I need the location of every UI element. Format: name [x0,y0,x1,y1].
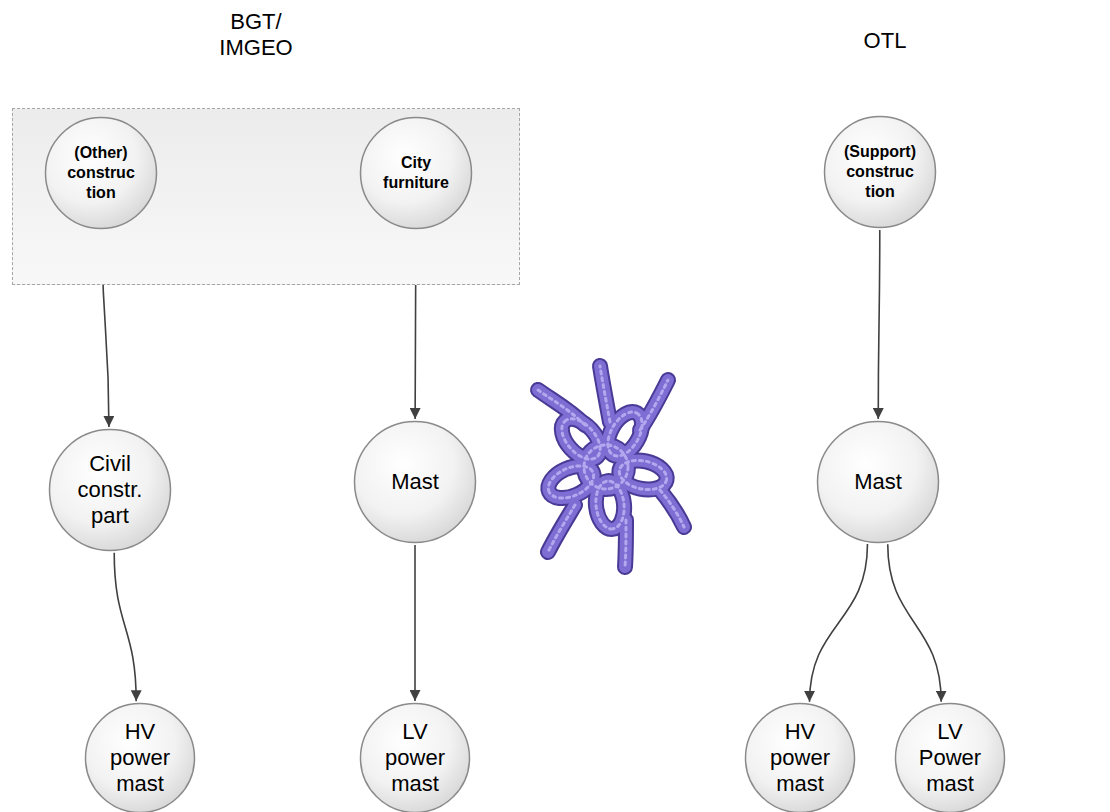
column-label-holder: OTL [864,28,907,54]
rope-braid [538,366,684,567]
group-heading: BGT/ IMGEO [214,9,298,61]
circle-text-holder: Civil constr. part [65,451,155,529]
furniture-circle: City furniture [359,116,473,230]
construction-circle: (Support) construc tion [823,115,937,229]
circle-text-holder: HV power mast [755,719,845,797]
node-label: (Other) construc tion [60,143,142,203]
rope-shadow [538,366,684,567]
node-label: Civil constr. part [65,451,155,529]
arrow-connector [810,544,868,702]
node-label: City furniture [375,153,457,193]
circle-text-holder: (Support) construc tion [839,142,921,202]
power-mast-circle: HV power mast [744,702,856,812]
circle-text-holder: Mast [833,469,923,495]
circle-text-holder: Mast [370,469,460,495]
circle-outline [359,116,473,230]
arrow-connector [878,230,880,419]
circle-text-holder: LV Power mast [905,719,995,797]
power-mast-circle: HV power mast [84,702,196,812]
node-label: LV Power mast [905,719,995,797]
power-mast-circle: LV power mast [359,702,471,812]
node-label: HV power mast [95,719,185,797]
construction-circle: (Other) construc tion [44,116,158,230]
circle-text-holder: (Other) construc tion [60,143,142,203]
circle-text-holder: HV power mast [95,719,185,797]
arrow-connector [888,544,941,701]
mast-circle: Mast [353,420,477,544]
node-label: (Support) construc tion [839,142,921,202]
node-label: HV power mast [755,719,845,797]
arrow-connector [414,545,416,701]
mast-circle: Mast [816,420,940,544]
dashed-group-box: BGT/ IMGEO(Other) construc tionCity furn… [12,108,520,285]
column-label: OTL [864,28,907,54]
rope-body [538,366,684,567]
node-label: Mast [370,469,460,495]
node-label: Mast [833,469,923,495]
circle-text-holder: City furniture [375,153,457,193]
node-label: LV power mast [370,719,460,797]
arrow-connector [114,553,136,701]
group-heading-holder: BGT/ IMGEO [214,9,298,61]
part-circle: Civil constr. part [48,428,172,552]
power-mast-circle: LV Power mast [894,702,1006,812]
circle-text-holder: LV power mast [370,719,460,797]
